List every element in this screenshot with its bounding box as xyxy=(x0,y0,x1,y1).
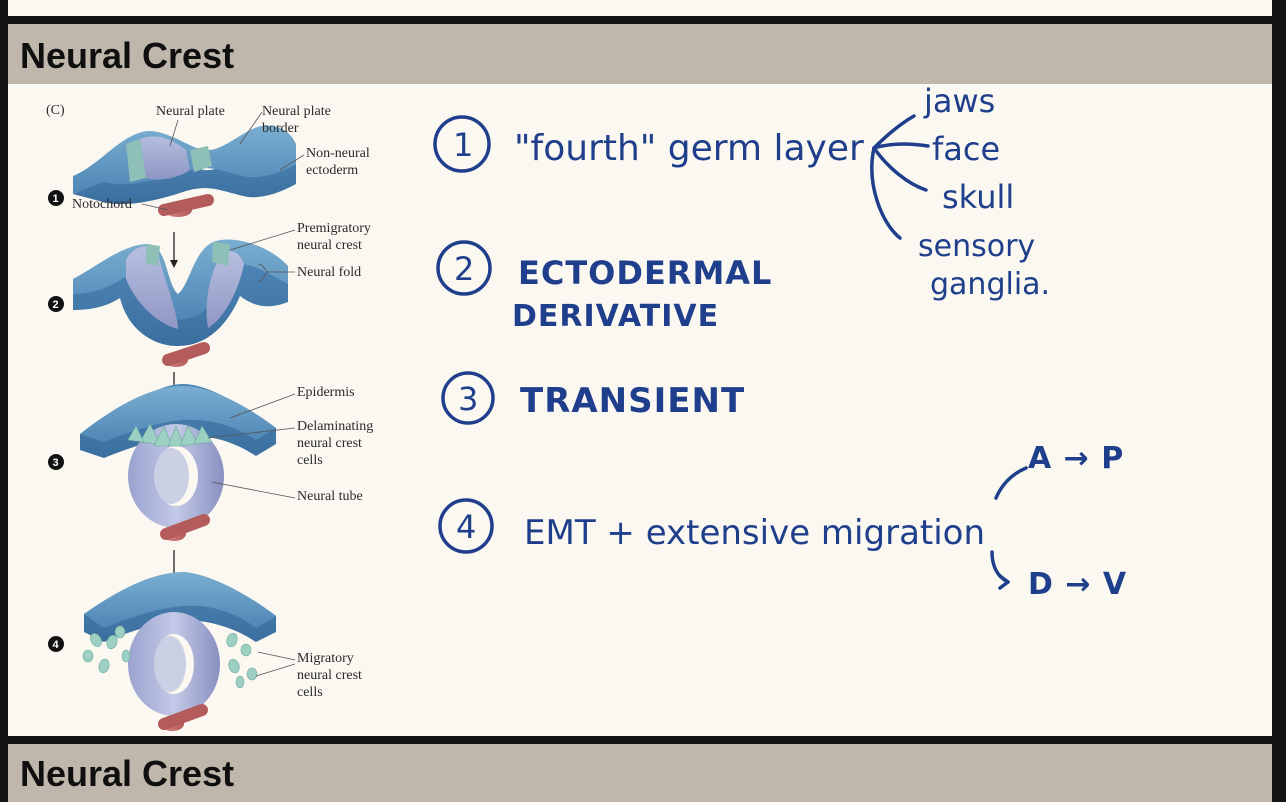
svg-text:4: 4 xyxy=(456,508,476,546)
svg-text:2: 2 xyxy=(454,250,474,288)
svg-text:Notochord: Notochord xyxy=(72,197,132,212)
svg-text:1: 1 xyxy=(53,193,59,205)
note-item-1: 1 "fourth" germ layer jaws face skull se… xyxy=(433,84,1050,302)
number-circle-1 xyxy=(433,115,491,173)
step-4-marker xyxy=(48,636,64,652)
step-2-neural-fold: 2 xyxy=(48,239,288,367)
svg-text:Premigratory: Premigratory xyxy=(297,221,371,236)
next-slide-title: Neural Crest xyxy=(20,753,235,794)
slide: Neural Crest (C) xyxy=(8,24,1272,736)
svg-text:EMT + extensive migration: EMT + extensive migration xyxy=(524,513,985,553)
svg-text:sensory: sensory xyxy=(918,229,1035,264)
svg-text:Neural tube: Neural tube xyxy=(297,489,363,504)
svg-text:"fourth" germ layer: "fourth" germ layer xyxy=(514,128,864,169)
svg-text:neural crest: neural crest xyxy=(297,668,362,683)
step-3-neural-tube: 3 xyxy=(48,384,276,541)
svg-text:Neural plate: Neural plate xyxy=(156,104,225,119)
svg-text:A → P: A → P xyxy=(1028,441,1124,476)
svg-text:jaws: jaws xyxy=(923,84,995,120)
slide-title: Neural Crest xyxy=(20,35,235,76)
panel-label: (C) xyxy=(46,103,65,118)
next-slide-preview: Neural Crest xyxy=(8,744,1272,802)
number-circle-2 xyxy=(436,240,492,296)
neural-crest-figure: (C) 1 Neural plate Neural plate border N… xyxy=(46,103,373,731)
step-1-neural-plate: 1 xyxy=(48,125,296,217)
svg-text:ECTODERMAL: ECTODERMAL xyxy=(518,254,772,292)
svg-text:TRANSIENT: TRANSIENT xyxy=(520,381,745,421)
svg-text:1: 1 xyxy=(453,126,473,164)
svg-text:D → V: D → V xyxy=(1028,567,1127,602)
svg-text:ectoderm: ectoderm xyxy=(306,163,358,178)
svg-text:border: border xyxy=(262,121,299,136)
svg-text:cells: cells xyxy=(297,685,323,700)
svg-text:2: 2 xyxy=(53,299,59,311)
svg-text:Neural fold: Neural fold xyxy=(297,265,361,280)
number-circle-4 xyxy=(438,498,494,554)
svg-text:DERIVATIVE: DERIVATIVE xyxy=(512,299,719,334)
note-item-4: 4 EMT + extensive migration A → P D → V xyxy=(438,441,1127,602)
svg-text:cells: cells xyxy=(297,453,323,468)
note-item-2: 2 ECTODERMAL DERIVATIVE xyxy=(436,240,772,334)
svg-text:neural crest: neural crest xyxy=(297,436,362,451)
number-circle-3 xyxy=(441,371,495,425)
step-4-migration: 4 xyxy=(48,572,276,731)
handwritten-notes: 1 "fourth" germ layer jaws face skull se… xyxy=(433,84,1127,602)
svg-text:Migratory: Migratory xyxy=(297,651,354,666)
svg-text:Non-neural: Non-neural xyxy=(306,146,370,161)
svg-text:Epidermis: Epidermis xyxy=(297,385,355,400)
note-item-3: 3 TRANSIENT xyxy=(441,371,745,425)
svg-text:face: face xyxy=(932,130,1000,168)
svg-text:ganglia.: ganglia. xyxy=(930,267,1050,302)
germ-layer-derivatives: jaws face skull sensory ganglia. xyxy=(918,84,1050,302)
svg-text:3: 3 xyxy=(53,457,59,469)
step-1-marker xyxy=(48,190,64,206)
svg-text:3: 3 xyxy=(458,380,478,418)
svg-text:4: 4 xyxy=(53,639,60,651)
previous-slide-edge xyxy=(8,0,1272,16)
step-3-marker xyxy=(48,454,64,470)
svg-text:Neural plate: Neural plate xyxy=(262,104,331,119)
step-2-marker xyxy=(48,296,64,312)
svg-text:neural crest: neural crest xyxy=(297,238,362,253)
svg-text:Delaminating: Delaminating xyxy=(297,419,373,434)
svg-text:skull: skull xyxy=(942,178,1014,216)
slide-header: Neural Crest xyxy=(8,24,1272,84)
